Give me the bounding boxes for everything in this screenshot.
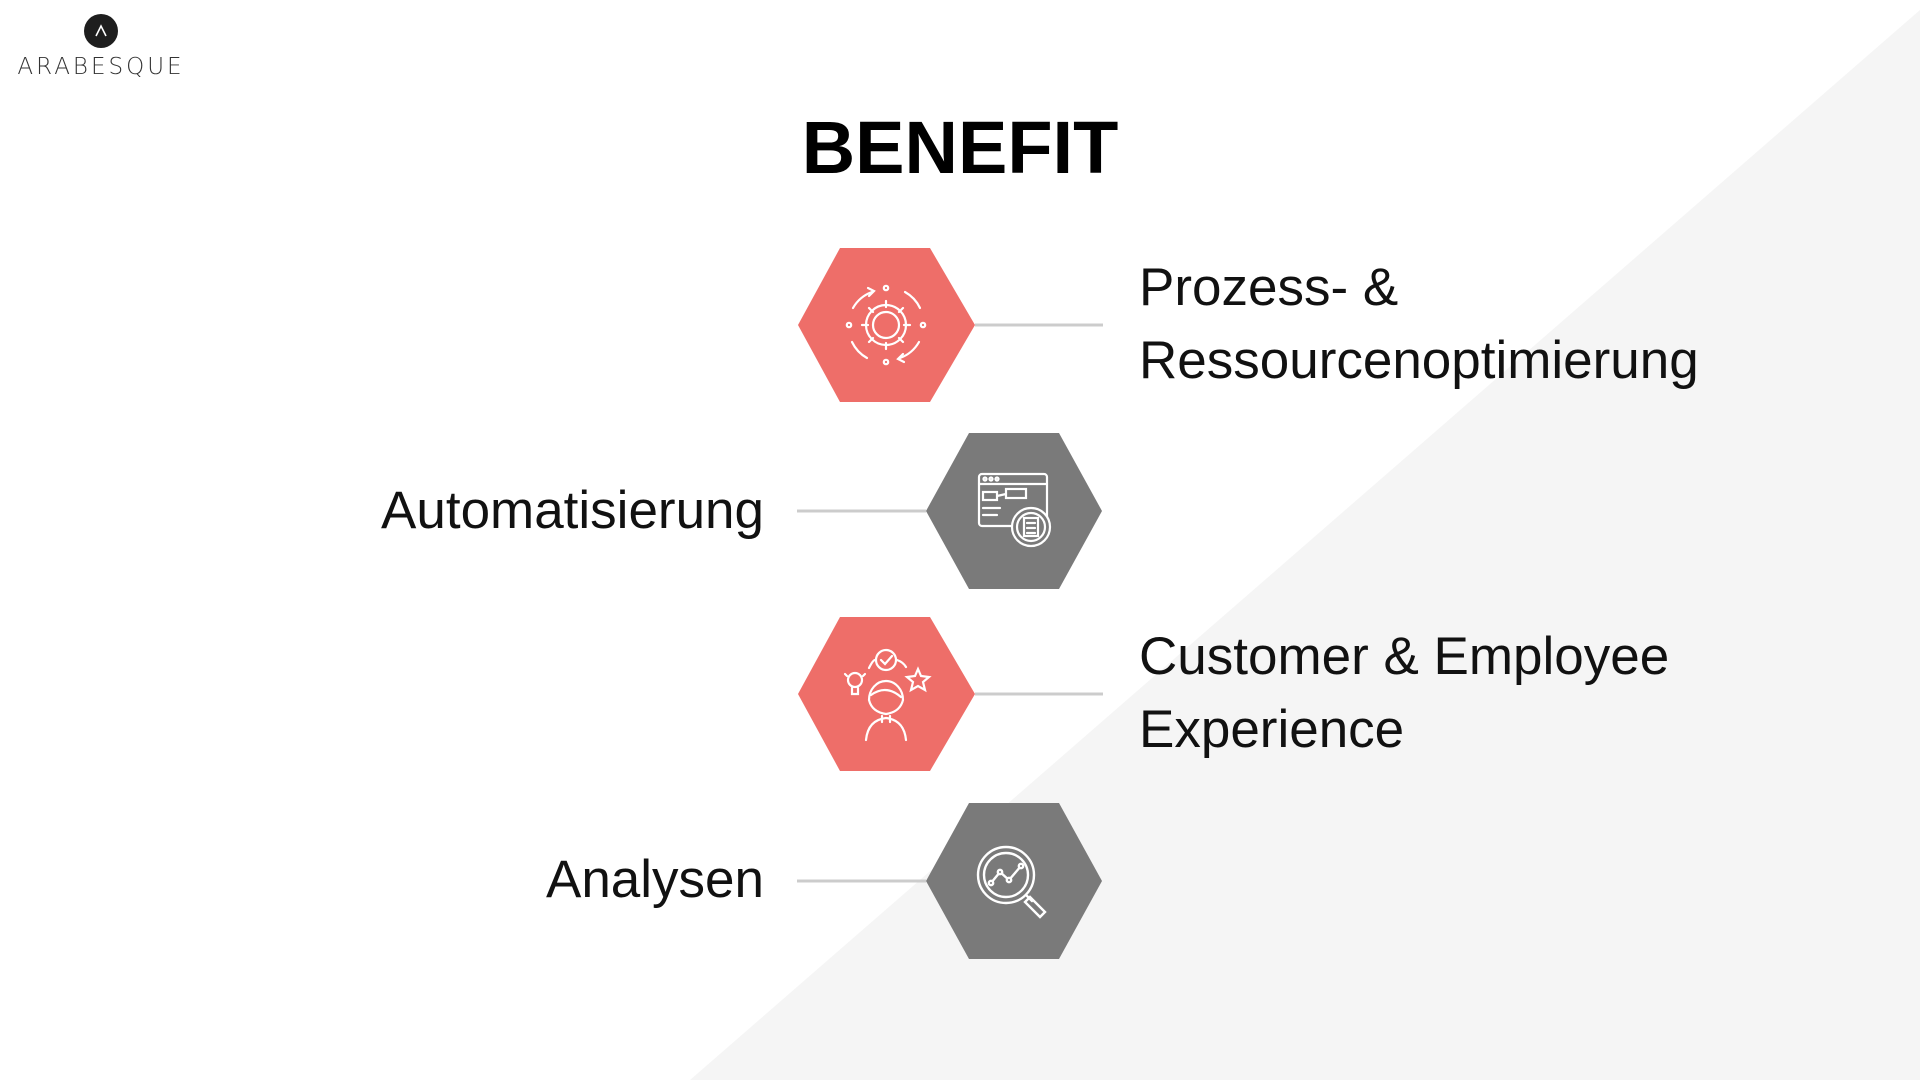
benefit-label-1-line1: Prozess- & [1139, 258, 1399, 317]
brand-logo: ARABESQUE [16, 14, 186, 89]
benefit-label-3: Customer & Employee Experience [1139, 620, 1669, 766]
benefit-hexagon-1 [798, 248, 975, 402]
benefit-hexagon-2 [926, 433, 1102, 589]
page-title: BENEFIT [801, 106, 1119, 189]
gear-cycle-icon [845, 284, 927, 366]
benefit-label-4-line1: Analysen [545, 850, 764, 909]
benefit-label-2-line1: Automatisierung [381, 481, 764, 540]
benefit-label-3-line2: Experience [1139, 700, 1405, 759]
benefit-label-1-line2: Ressourcenoptimierung [1139, 331, 1699, 390]
logo-mark-icon [84, 14, 118, 48]
benefit-hexagon-4 [926, 803, 1102, 959]
analytics-magnifier-icon [976, 845, 1047, 919]
benefit-label-3-line1: Customer & Employee [1139, 627, 1670, 686]
person-ideas-icon [843, 648, 932, 742]
logo-wordmark: ARABESQUE [17, 54, 185, 80]
benefit-label-2: Automatisierung [381, 474, 764, 547]
workflow-automation-icon [977, 472, 1052, 548]
benefit-label-1: Prozess- & Ressourcenoptimierung [1139, 251, 1699, 397]
benefit-hexagon-3 [798, 617, 975, 771]
benefit-label-4: Analysen [546, 843, 764, 916]
